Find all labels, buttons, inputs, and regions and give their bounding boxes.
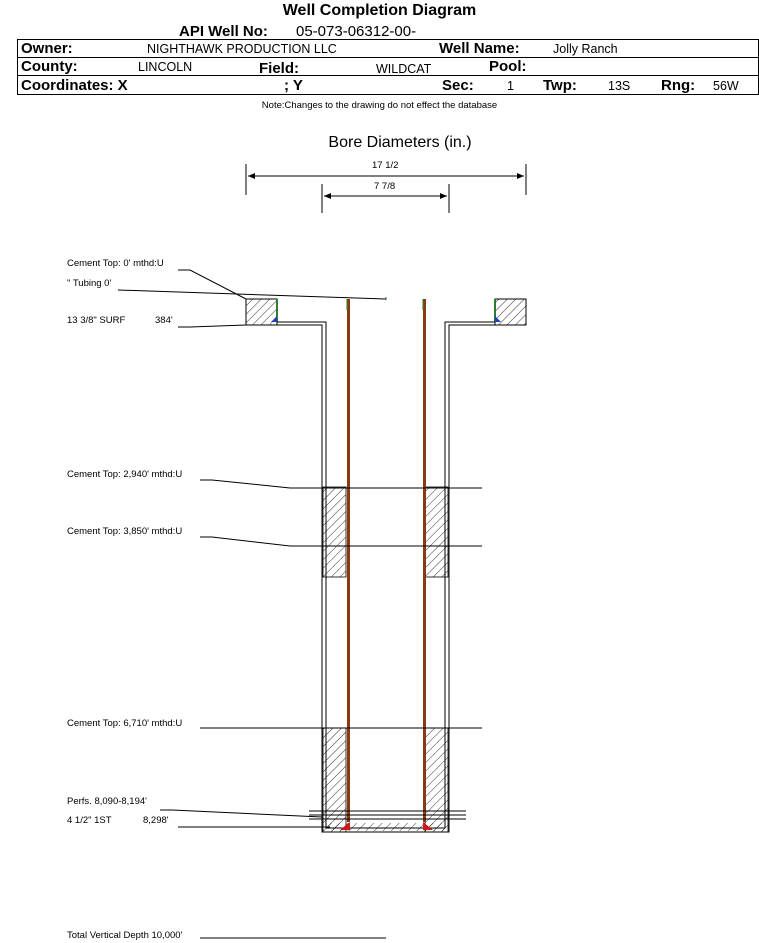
total-depth-label: Total Vertical Depth 10,000' <box>67 930 183 941</box>
owner-label: Owner: <box>21 40 73 57</box>
twp-label: Twp: <box>543 77 577 94</box>
county-value: LINCOLN <box>138 60 193 74</box>
cement-top-3850-label: Cement Top: 3,850' mthd:U <box>67 526 183 537</box>
pool-label: Pool: <box>489 58 527 75</box>
coord-y-label: ; Y <box>284 77 303 94</box>
production-casing-depth: 8,298' <box>143 815 169 826</box>
surface-cement <box>245 298 527 326</box>
owner-value: NIGHTHAWK PRODUCTION LLC <box>147 42 337 56</box>
sec-label: Sec: <box>442 77 474 94</box>
perforations-label: Perfs. 8,090-8,194' <box>67 796 147 807</box>
surface-shoe-left <box>271 316 277 322</box>
cement-top-2940-label: Cement Top: 2,940' mthd:U <box>67 469 183 480</box>
production-tubing <box>346 297 426 822</box>
bore-diameter-inner <box>321 184 450 213</box>
production-casing-label: 4 1/2" 1ST <box>67 815 112 826</box>
rng-label: Rng: <box>661 77 696 94</box>
surface-shoe-right <box>495 316 501 322</box>
well-name-value: Jolly Ranch <box>553 42 618 56</box>
surface-casing-depth: 384' <box>155 315 173 326</box>
cement-top-6710-label: Cement Top: 6,710' mthd:U <box>67 718 183 729</box>
county-label: County: <box>21 58 78 75</box>
tubing-label: " Tubing 0' <box>67 278 112 289</box>
production-shoe <box>327 822 444 831</box>
api-value: 05-073-06312-00- <box>296 23 417 40</box>
bore-outer-label: 17 1/2 <box>372 160 399 171</box>
cement-intervals <box>322 486 449 833</box>
sec-value: 1 <box>507 79 514 93</box>
field-value: WILDCAT <box>376 62 432 76</box>
leader-lines <box>117 269 482 939</box>
cement-top-0-label: Cement Top: 0' mthd:U <box>67 258 164 269</box>
surface-casing-label: 13 3/8" SURF <box>67 315 126 326</box>
bore-diameters-title: Bore Diameters (in.) <box>328 134 472 151</box>
diagram-title: Well Completion Diagram <box>282 2 477 19</box>
coordinates-row: Coordinates: X ; Y Sec: 1 Twp: 13S Rng: … <box>17 75 759 95</box>
bore-diameter-outer <box>245 164 527 195</box>
api-row: API Well No: 05-073-06312-00- <box>17 22 759 40</box>
surface-casing <box>271 299 501 322</box>
bore-inner-label: 7 7/8 <box>374 181 396 192</box>
well-name-label: Well Name: <box>439 40 520 57</box>
open-hole <box>246 321 526 833</box>
rng-value: 56W <box>713 79 739 93</box>
twp-value: 13S <box>608 79 631 93</box>
field-label: Field: <box>259 60 299 77</box>
coord-x-label: Coordinates: X <box>21 77 128 94</box>
api-label: API Well No: <box>179 23 268 40</box>
perforations <box>309 810 466 820</box>
database-note: Note:Changes to the drawing do not effec… <box>261 100 498 111</box>
